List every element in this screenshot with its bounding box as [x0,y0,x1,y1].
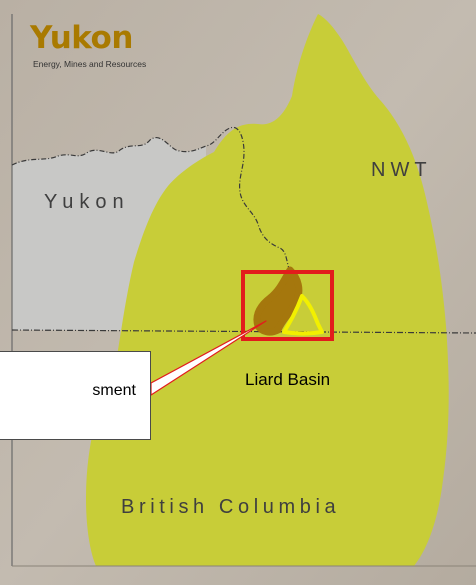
logo-tagline: Energy, Mines and Resources [33,59,147,69]
region-label-nwt: NWT [371,159,432,181]
logo-wordmark: Yukon [30,20,133,56]
callout-text: sment [92,382,136,399]
region-label-bc: British Columbia [121,496,341,518]
basin-area [86,14,449,566]
yukon-logo: Yukon Energy, Mines and Resources [26,18,186,78]
basin-label: Liard Basin [245,370,331,389]
assessment-area-yellow [282,294,324,336]
region-label-yukon: Yukon [44,191,130,213]
callout-box: sment [0,351,151,440]
highlight-box [241,270,334,341]
assessment-area-brown [253,266,303,336]
callout-pointer [150,320,267,396]
